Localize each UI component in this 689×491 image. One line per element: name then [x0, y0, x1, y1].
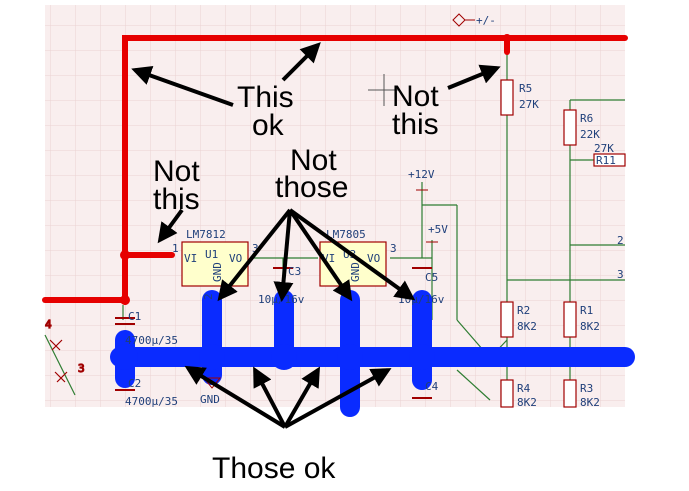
r1-ref: R1	[580, 304, 593, 317]
r5-ref: R5	[519, 82, 532, 95]
r3-ref: R3	[580, 382, 593, 395]
r2-value: 8K2	[517, 320, 537, 333]
callout-not-those: Not those	[275, 144, 348, 204]
r11-value: 27K	[594, 142, 614, 155]
c5-ref: C5	[425, 271, 438, 284]
resistor-r6: R6 22K	[563, 109, 600, 146]
r6-ref: R6	[580, 112, 593, 125]
c1-ref: C1	[128, 310, 141, 323]
callout-those-ok: Those ok	[212, 452, 336, 485]
u3-gnd: GND	[349, 262, 362, 282]
r11-ref: R11	[596, 154, 616, 167]
u1-ref: U1	[205, 248, 218, 261]
u1-pin2: 2	[202, 293, 215, 300]
r4-ref: R4	[517, 382, 531, 395]
power-12v-symbol: +12V	[408, 168, 435, 191]
r5-value: 27K	[519, 98, 539, 111]
rail-5v-label: +5V	[428, 223, 448, 236]
red-junctions	[120, 34, 511, 305]
side-pin-left: 4	[45, 318, 52, 331]
c4-ref: C4	[425, 380, 439, 393]
callout-not-those-line1: Not	[290, 144, 337, 177]
callout-not-this-top-line1: Not	[392, 80, 439, 113]
resistor-r11: R11 27K	[593, 142, 626, 167]
side-pin-right-mid: 3	[617, 268, 624, 281]
rail-12v-label: +12V	[408, 168, 435, 181]
annotation-arrows	[131, 42, 501, 429]
resistor-r1: R1 8K2	[563, 301, 600, 338]
callout-this-ok-line2: ok	[252, 109, 285, 142]
callout-not-this-left-line1: Not	[153, 155, 200, 188]
green-wires	[44, 38, 625, 407]
capacitor-c4: C4	[412, 380, 439, 399]
c1-value: 4700µ/35	[125, 334, 178, 347]
regulator-u3: LM7805 U3 VI VO 3 GND	[319, 228, 397, 287]
r6-value: 22K	[580, 128, 600, 141]
u3-vo: VO	[367, 252, 380, 265]
gnd-label: GND	[200, 393, 220, 406]
crosshair-cursor	[368, 74, 400, 106]
power-5v-symbol: +5V	[426, 223, 448, 243]
u1-part: LM7812	[186, 228, 226, 241]
u3-pin3: 3	[390, 242, 397, 255]
r4-value: 8K2	[517, 396, 537, 409]
r1-value: 8K2	[580, 320, 600, 333]
capacitor-c1: C1 4700µ/35	[115, 310, 178, 347]
power-input-symbol: +/-	[452, 13, 496, 27]
r3-value: 8K2	[580, 396, 600, 409]
side-pin-diode: 3	[78, 362, 85, 375]
callout-not-this-left: Not this	[153, 155, 200, 216]
callout-not-this-top-line2: this	[392, 108, 439, 141]
callout-not-this-left-line2: this	[153, 183, 200, 216]
u1-pin1: 1	[172, 242, 179, 255]
capacitor-c2: C2 4700µ/35	[115, 377, 178, 408]
c2-value: 4700µ/35	[125, 395, 178, 408]
r2-ref: R2	[517, 304, 530, 317]
c3-ref: C3	[288, 265, 301, 278]
resistor-r4: R4 8K2	[500, 379, 537, 409]
c2-ref: C2	[128, 377, 141, 390]
resistor-r3: R3 8K2	[563, 379, 600, 409]
u1-gnd: GND	[211, 262, 224, 282]
callout-this-ok: This ok	[237, 81, 294, 142]
blue-junctions	[112, 344, 435, 370]
callout-this-ok-line1: This	[237, 81, 294, 114]
u1-pin3: 3	[252, 242, 259, 255]
regulator-u1: LM7812 U1 VI VO 1 3 2 GND	[172, 228, 259, 300]
callout-not-those-line2: those	[275, 171, 348, 204]
resistor-r2: R2 8K2	[500, 301, 537, 338]
u1-vo: VO	[229, 252, 242, 265]
bridge-diodes: 4 3	[44, 317, 85, 383]
resistor-r5: R5 27K	[500, 79, 539, 116]
side-pin-right-top: 2	[617, 234, 624, 247]
u3-part: LM7805	[326, 228, 366, 241]
callout-not-this-top: Not this	[392, 80, 439, 141]
power-input-label: +/-	[476, 14, 496, 27]
u1-vi: VI	[184, 252, 197, 265]
